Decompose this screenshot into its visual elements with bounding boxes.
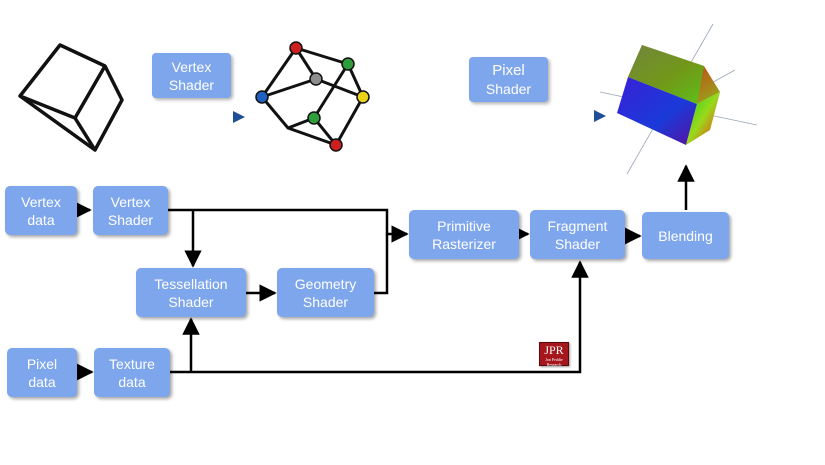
tag-line: Vertex xyxy=(171,58,212,75)
box-line: Primitive xyxy=(437,217,491,234)
vertex-dot xyxy=(289,41,303,55)
stage-arrow-1 xyxy=(135,111,245,123)
vertex-cube-icon xyxy=(255,41,370,152)
pixel-data-box: Pixel data xyxy=(7,348,77,397)
box-line: Shader xyxy=(302,293,349,310)
box-line: data xyxy=(28,373,56,390)
box-line: Tessellation xyxy=(154,275,228,292)
tag-line: Shader xyxy=(168,76,215,93)
pixel-shader-tag: Pixel Shader xyxy=(469,57,548,102)
logo-text: JPR xyxy=(544,343,564,357)
tag-line: Pixel xyxy=(492,61,525,79)
box-line: Texture xyxy=(109,355,155,372)
box-line: Geometry xyxy=(294,275,357,292)
wireframe-cube-icon xyxy=(18,43,124,152)
vertex-dot xyxy=(255,90,269,104)
primitive-rasterizer-box: Primitive Rasterizer xyxy=(409,210,519,259)
box-line: Shader xyxy=(554,235,601,252)
geometry-shader-box: Geometry Shader xyxy=(277,268,374,317)
box-line: Shader xyxy=(168,293,214,310)
box-line: Fragment xyxy=(547,217,608,234)
box-line: Vertex xyxy=(21,193,61,210)
tag-line: Shader xyxy=(485,80,532,97)
vertex-shader-box: Vertex Shader xyxy=(93,186,168,235)
tessellation-shader-box: Tessellation Shader xyxy=(136,268,246,317)
vertex-dot xyxy=(341,57,355,71)
box-line: Blending xyxy=(658,227,713,244)
box-line: Rasterizer xyxy=(432,235,496,252)
shaded-cube-icon xyxy=(599,23,758,175)
vertex-dots xyxy=(255,41,370,152)
vertex-dot xyxy=(307,111,321,125)
stage-arrow-2 xyxy=(393,110,606,122)
box-line: Shader xyxy=(107,211,154,228)
texture-data-box: Texture data xyxy=(94,348,170,397)
fragment-shader-box: Fragment Shader xyxy=(530,210,625,259)
vertex-dot xyxy=(329,138,343,152)
box-line: data xyxy=(118,373,146,390)
vertex-dot xyxy=(309,72,323,86)
box-line: data xyxy=(27,211,55,228)
jpr-logo: JPR Jon Peddie Research xyxy=(539,342,569,367)
box-line: Vertex xyxy=(110,193,151,210)
vertex-data-box: Vertex data xyxy=(5,186,77,235)
vertex-shader-tag: Vertex Shader xyxy=(152,53,231,98)
blending-box: Blending xyxy=(642,212,729,259)
logo-subtext: Jon Peddie Research xyxy=(545,357,563,367)
vertex-dot xyxy=(356,90,370,104)
box-line: Pixel xyxy=(26,355,58,372)
